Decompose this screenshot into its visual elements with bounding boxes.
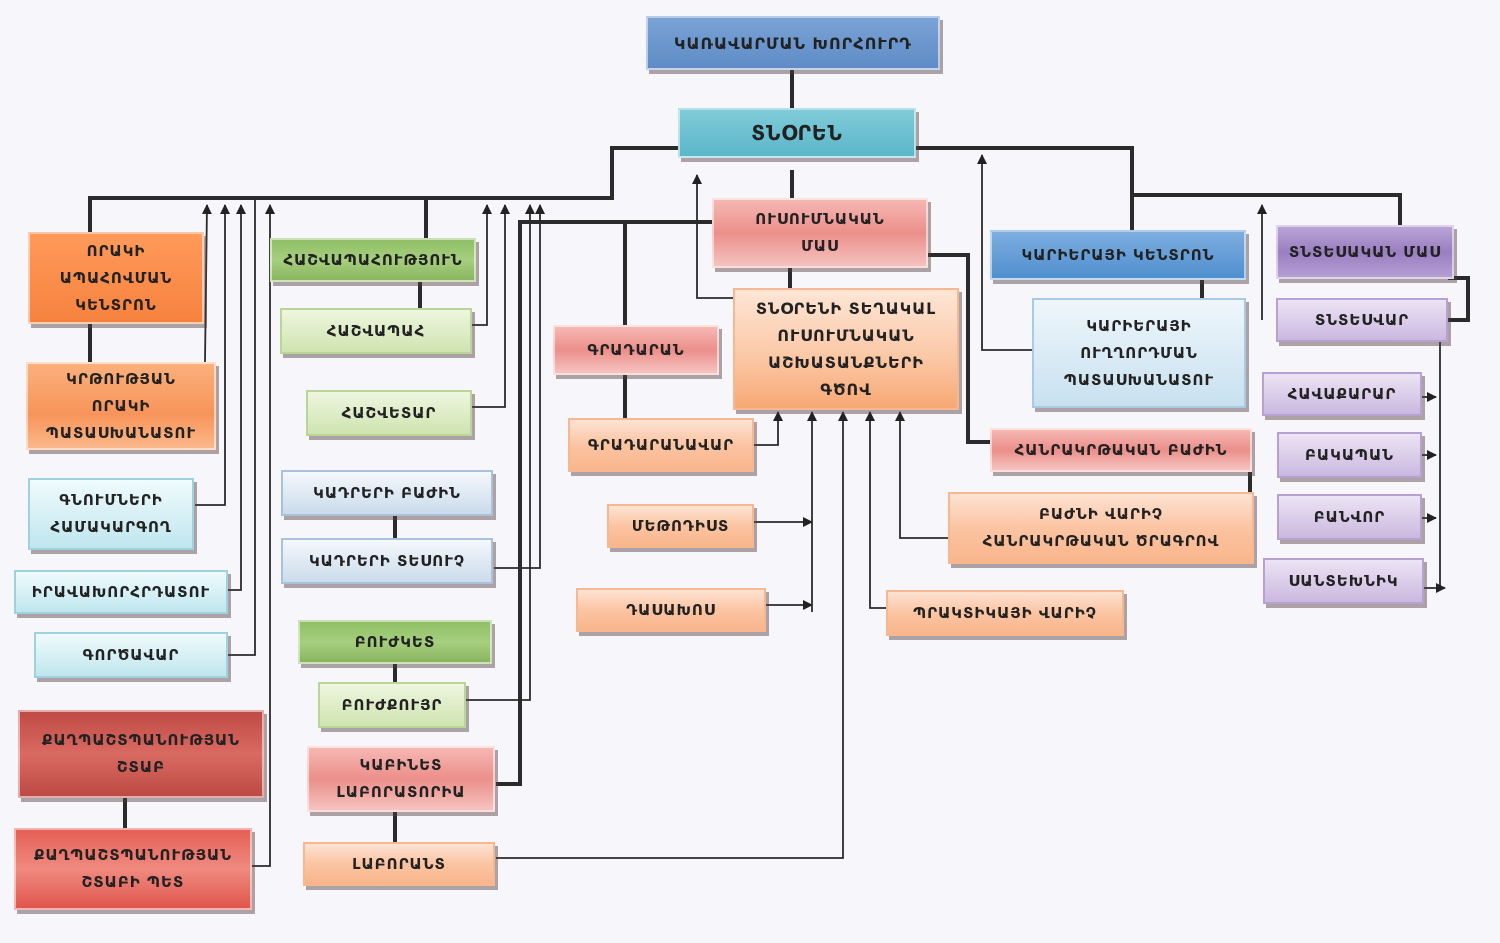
civil-defense-hq-box: ՔԱՂՊԱՇՏՊԱՆՈՒԹՅԱՆ ՇՏԱԲ bbox=[18, 710, 264, 798]
accounting-dept-box: ՀԱՇՎԱՊԱՀՈՒԹՅՈՒՆ bbox=[270, 238, 476, 282]
quality-officer-box: ԿՐԹՈՒԹՅԱՆ ՈՐԱԿԻ ՊԱՏԱՍԽԱՆԱՏՈՒ bbox=[26, 362, 216, 450]
hr-inspector-box: ԿԱԴՐԵՐԻ ՏԵՍՈՒՉ bbox=[281, 538, 493, 584]
line-economic bbox=[1448, 276, 1470, 322]
line-director-left bbox=[88, 146, 678, 232]
governing-board-box: ԿԱՌԱՎԱՐՄԱՆ ԽՈՐՀՈՒՐԴ bbox=[646, 16, 940, 70]
general-education-head-box: ԲԱԺՆԻ ՎԱՐԻՉ ՀԱՆՐԱԿՐԹԱԿԱՆ ԾՐԱԳՐՈՎ bbox=[948, 492, 1254, 564]
legal-advisor-box: ԻՐԱՎԱԽՈՐՀՐԴԱՏՈՒ bbox=[14, 570, 228, 614]
economic-manager-box: ՏՆՏԵՍՎԱՐ bbox=[1276, 298, 1448, 342]
clerk-box: ԳՈՐԾԱՎԱՐ bbox=[34, 632, 228, 678]
methodist-box: ՄԵԹՈԴԻՍՏ bbox=[607, 504, 754, 548]
librarian-box: ԳՐԱԴԱՐԱՆԱՎԱՐ bbox=[568, 418, 754, 472]
line-director-right bbox=[916, 146, 1402, 225]
worker-box: ԲԱՆՎՈՐ bbox=[1277, 494, 1422, 540]
practice-head-box: ՊՐԱԿՏԻԿԱՅԻ ՎԱՐԻՉ bbox=[886, 590, 1124, 636]
economic-part-box: ՏՆՏԵՍԱԿԱՆ ՄԱՍ bbox=[1276, 225, 1454, 279]
accountant-box: ՀԱՇՎԱՊԱՀ bbox=[280, 308, 472, 354]
medical-point-box: ԲՈՒԺԿԵՏ bbox=[298, 620, 492, 664]
plumber-box: ՍԱՆՏԵԽՆԻԿ bbox=[1263, 558, 1424, 604]
career-center-box: ԿԱՐԻԵՐԱՅԻ ԿԵՆՏՐՈՆ bbox=[990, 230, 1246, 280]
lecturer-box: ԴԱՍԱԽՈՍ bbox=[576, 588, 766, 632]
general-education-dept-box: ՀԱՆՐԱԿՐԹԱԿԱՆ ԲԱԺԻՆ bbox=[990, 428, 1252, 472]
civil-defense-chief-box: ՔԱՂՊԱՇՏՊԱՆՈՒԹՅԱՆ ՇՏԱԲԻ ՊԵՏ bbox=[14, 828, 252, 910]
deputy-director-academic-box: ՏՆՕՐԵՆԻ ՏԵՂԱԿԱԼ ՈՒՍՈՒՄՆԱԿԱՆ ԱՇԽԱՏԱՆՔՆԵՐԻ… bbox=[733, 288, 959, 410]
quality-center-box: ՈՐԱԿԻ ԱՊԱՀՈՎՄԱՆ ԿԵՆՏՐՈՆ bbox=[28, 232, 204, 324]
academic-part-box: ՈՒՍՈՒՄՆԱԿԱՆ ՄԱՍ bbox=[712, 198, 928, 268]
line-academic-left bbox=[496, 220, 712, 786]
library-box: ԳՐԱԴԱՐԱՆ bbox=[553, 325, 719, 375]
lab-assistant-box: ԼԱԲՈՐԱՆՏ bbox=[303, 842, 495, 886]
guard-box: ԲԱԿԱՊԱՆ bbox=[1277, 432, 1422, 478]
director-box: ՏՆՕՐԵՆ bbox=[678, 108, 916, 158]
nurse-box: ԲՈՒԺՔՈՒՅՐ bbox=[318, 682, 466, 728]
hr-dept-box: ԿԱԴՐԵՐԻ ԲԱԺԻՆ bbox=[281, 470, 493, 516]
cashier-box: ՀԱՇՎԵՏԱՐ bbox=[306, 390, 472, 436]
career-officer-box: ԿԱՐԻԵՐԱՅԻ ՈՒՂՂՈՐԴՄԱՆ ՊԱՏԱՍԽԱՆԱՏՈՒ bbox=[1032, 298, 1246, 408]
procurement-coordinator-box: ԳՆՈՒՄՆԵՐԻ ՀԱՄԱԿԱՐԳՈՂ bbox=[28, 478, 194, 550]
lab-cabinet-box: ԿԱԲԻՆԵՏ ԼԱԲՈՐԱՏՈՐԻԱ bbox=[307, 746, 495, 812]
cleaner-box: ՀԱՎԱՔԱՐԱՐ bbox=[1262, 372, 1422, 416]
